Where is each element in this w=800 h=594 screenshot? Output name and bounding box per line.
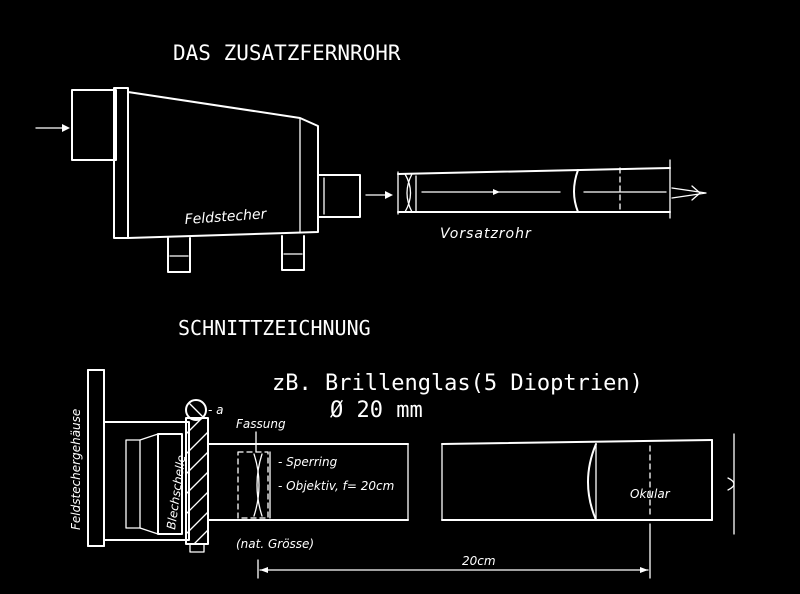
title-section: SCHNITTZEICHNUNG: [178, 316, 371, 340]
label-okular: Okular: [630, 487, 671, 501]
hatch-4: [185, 471, 209, 495]
hatch-3: [185, 451, 209, 475]
fassung-mount: [237, 451, 269, 519]
screw-a-slot: [189, 403, 203, 417]
screw-a: [185, 399, 207, 421]
label-blechschelle: Blechschelle: [164, 454, 188, 530]
vorsatz-objective-lens-back: [406, 173, 413, 213]
connect-arrow-head: [385, 191, 393, 199]
tube-section-left: Fassung - Sperring - Objektiv, f= 20cm (…: [207, 417, 409, 551]
title-top: DAS ZUSATZFERNROHR: [173, 41, 401, 65]
hatch-1: [185, 417, 203, 435]
eyepiece-taper: [139, 433, 159, 535]
label-fassung: Fassung: [236, 417, 286, 431]
hatch-7: [193, 529, 209, 545]
vorsatz-objective-lens: [404, 173, 412, 213]
eye-pupil: [727, 477, 735, 491]
dim-arrow-right: [640, 567, 648, 573]
label-alpha: - a: [208, 403, 224, 417]
blechschelle-clamp: [157, 433, 183, 535]
binocular-drawing: Feldstecher: [35, 87, 361, 273]
label-feldstechergehaeuse: Feldstechergehäuse: [69, 409, 83, 530]
eyepiece-outer: [103, 421, 190, 541]
hatch-2: [185, 431, 209, 455]
flange-hatching: [185, 417, 209, 545]
vorsatz-axis-arrow: [493, 189, 500, 195]
label-brillenglas-line2: Ø 20 mm: [330, 398, 423, 423]
label-feldstecher: Feldstecher: [184, 206, 268, 228]
binocular-front-block: [71, 89, 117, 161]
vorsatz-eyepiece-lens: [573, 169, 579, 213]
label-vorsatzrohr: Vorsatzrohr: [440, 226, 532, 242]
label-dimension: 20cm: [462, 554, 496, 568]
vorsatz-output-arrow: [671, 187, 707, 199]
dimension-line: 20cm: [257, 523, 651, 579]
eyepiece-inner-ring: [125, 439, 141, 529]
vorsatzrohr-drawing: Vorsatzrohr: [397, 159, 707, 242]
binocular-objective-tube: [317, 174, 361, 218]
label-sperring: - Sperring: [278, 455, 338, 469]
tube-right-top: [441, 439, 713, 445]
flange-foot: [189, 543, 205, 553]
vorsatz-tube-top: [397, 167, 671, 175]
hatch-6: [185, 511, 209, 535]
hatch-5: [185, 491, 209, 515]
vorsatz-output-arrow-head: [691, 185, 701, 201]
housing-section: Feldstechergehäuse Blechschelle - a: [69, 369, 224, 553]
objective-lens-back: [256, 453, 263, 517]
dim-arrow-left: [260, 567, 268, 573]
label-nat-groesse: (nat. Grösse): [236, 537, 314, 551]
binocular-leg-right: [281, 235, 305, 271]
objective-lens: [253, 453, 260, 517]
label-objektiv: - Objektiv, f= 20cm: [278, 479, 394, 493]
okular-lens: [587, 443, 597, 521]
tube-section-right: Okular: [441, 433, 735, 535]
binocular-leg-left: [167, 237, 191, 273]
label-brillenglas-line1: zB. Brillenglas(5 Dioptrien): [272, 371, 643, 396]
input-arrow-head: [62, 124, 70, 132]
